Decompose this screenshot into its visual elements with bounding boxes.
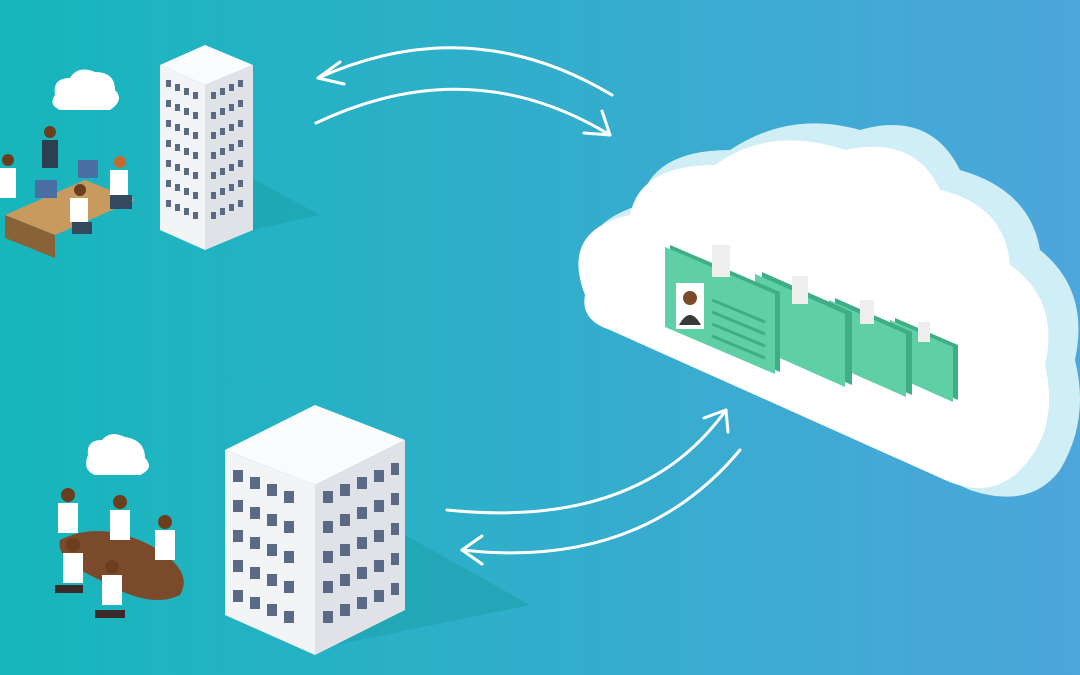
sync-arrows-icon-bottom <box>445 408 742 566</box>
office-building-icon-bottom <box>225 405 530 655</box>
office-team-icon <box>0 69 135 258</box>
sync-arrows-icon-top <box>314 46 614 137</box>
id-card-icon-1 <box>665 245 780 374</box>
meeting-team-icon <box>55 434 184 618</box>
office-building-icon-top <box>160 45 320 250</box>
